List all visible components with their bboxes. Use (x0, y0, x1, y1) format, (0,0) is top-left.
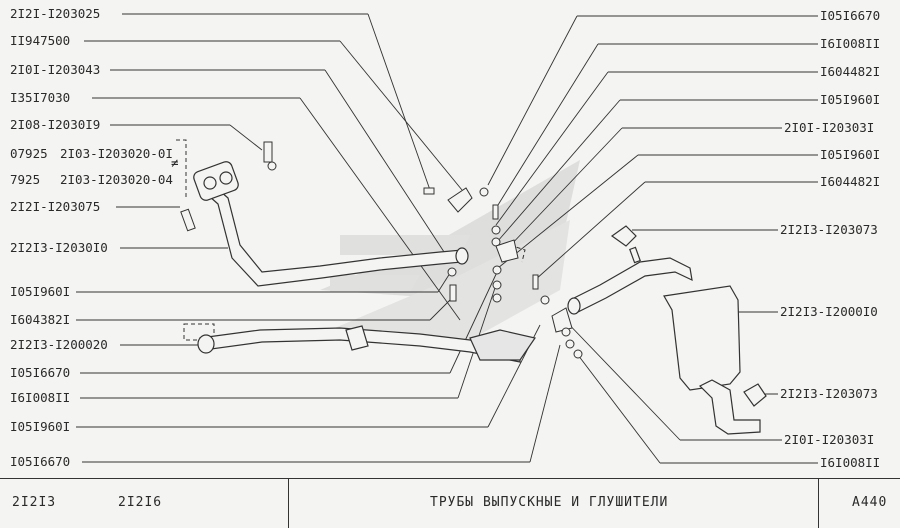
intermediate-pipe (197, 325, 536, 363)
label-r-2i2i3-i203073-b: 2I2I3-I203073 (780, 386, 878, 401)
leader-lines-left (76, 13, 561, 463)
label-r-i05i960i-b: I05I960I (820, 147, 880, 162)
label-i05i960i-b: I05I960I (10, 419, 70, 434)
label-r-i05i6670: I05I6670 (820, 8, 880, 23)
notation-mark: ≠ (171, 155, 179, 170)
label-2i2i-i203025: 2I2I-I203025 (10, 6, 100, 21)
label-i05i6670-a: I05I6670 (10, 365, 70, 380)
label-2i0i-i203043: 2I0I-I203043 (10, 62, 100, 77)
label-r-i05i960i-a: I05I960I (820, 92, 880, 107)
label-i05i960i-a: I05I960I (10, 284, 70, 299)
label-2i2i3-i200020: 2I2I3-I200020 (10, 337, 108, 352)
label-r-i604482i-b: I604482I (820, 174, 880, 189)
labels-right: I05I6670 I6I008II I604482I I05I960I 2I0I… (780, 8, 880, 470)
rear-muffler (567, 225, 767, 435)
exhaust-parts-diagram: ≠ 2I2I-I203025 II947500 2I0I-I203043 I35… (10, 6, 880, 470)
label-r-i6i008ii-b: I6I008II (820, 455, 880, 470)
footer-title: ТРУБЫ ВЫПУСКНЫЕ И ГЛУШИТЕЛИ (430, 495, 669, 510)
label-r-i6i008ii: I6I008II (820, 36, 880, 51)
label-2i03-i203020-0i: 2I03-I203020-0I (60, 146, 173, 161)
fasteners-center (447, 187, 583, 359)
leader-lines-right (487, 15, 818, 464)
label-2i2i-i203075: 2I2I-I203075 (10, 199, 100, 214)
label-i6i008ii-a: I6I008II (10, 390, 70, 405)
bracket-clip (180, 141, 277, 232)
label-r-2i0i-i20303i-b: 2I0I-I20303I (784, 432, 874, 447)
label-7925: 7925 (10, 172, 40, 187)
footer-divider-2 (818, 478, 819, 528)
dashed-outlines (176, 139, 526, 341)
label-r-2i0i-i20303i-a: 2I0I-I20303I (784, 120, 874, 135)
footer-top-rule (0, 478, 900, 479)
footer-divider-1 (288, 478, 289, 528)
mounting-bracket (423, 187, 473, 213)
label-i604382i: I604382I (10, 312, 70, 327)
watermark-logo (320, 160, 580, 340)
footer-model-2: 2I2I6 (118, 495, 163, 510)
label-r-2i2i3-i2000i0: 2I2I3-I2000I0 (780, 304, 878, 319)
label-i35i7030: I35I7030 (10, 90, 70, 105)
footer-model-1: 2I2I3 (12, 495, 57, 510)
label-2i08-i2030i9: 2I08-I2030I9 (10, 117, 100, 132)
label-r-i604482i-a: I604482I (820, 64, 880, 79)
front-exhaust-pipe (193, 161, 469, 287)
footer-code: A440 (852, 495, 888, 510)
footer-title-block: 2I2I3 2I2I6 ТРУБЫ ВЫПУСКНЫЕ И ГЛУШИТЕЛИ … (0, 478, 900, 528)
label-07925: 07925 (10, 146, 48, 161)
label-ii947500: II947500 (10, 33, 70, 48)
label-i05i6670-b: I05I6670 (10, 454, 70, 469)
labels-left: 2I2I-I203025 II947500 2I0I-I203043 I35I7… (10, 6, 173, 469)
label-2i2i3-i2030i0: 2I2I3-I2030I0 (10, 240, 108, 255)
label-r-2i2i3-i203073-a: 2I2I3-I203073 (780, 222, 878, 237)
label-2i03-i203020-04: 2I03-I203020-04 (60, 172, 173, 187)
